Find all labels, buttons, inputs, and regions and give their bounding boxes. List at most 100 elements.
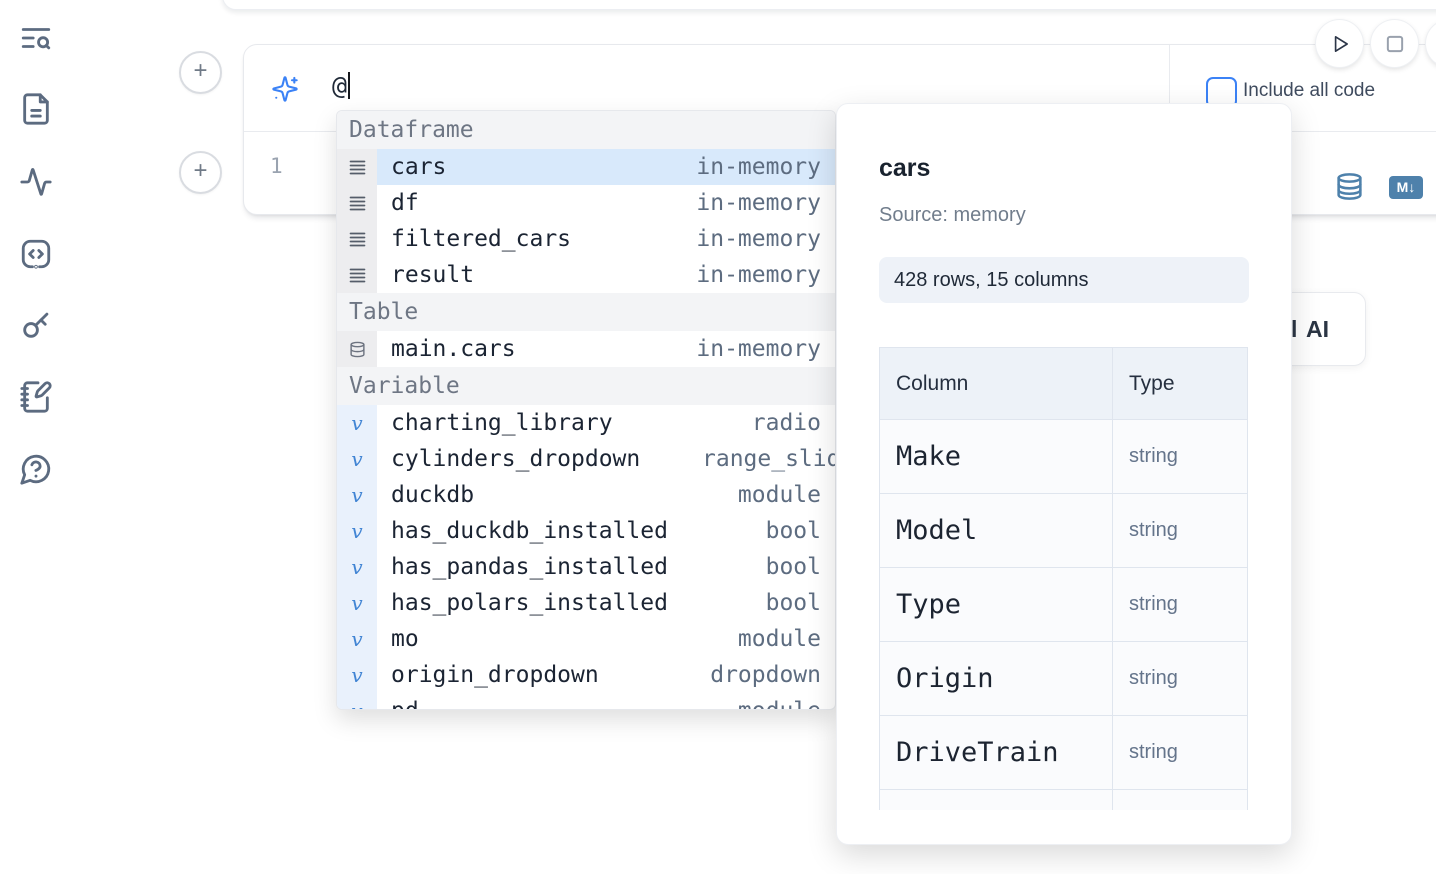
item-name: has_polars_installed	[391, 590, 668, 616]
sidebar-item-activity[interactable]	[17, 165, 55, 203]
autocomplete-item[interactable]: v pd module	[337, 693, 835, 709]
variable-icon: v	[351, 627, 363, 651]
item-name: pd	[391, 698, 738, 709]
autocomplete-item[interactable]: v main.cars in-memory	[337, 331, 835, 367]
schema-table: Column Type Make string Model string Typ…	[879, 347, 1248, 810]
schema-column-name: Model	[879, 493, 1113, 568]
text-search-icon	[19, 21, 53, 60]
item-type: module	[737, 626, 821, 652]
item-kind-gutter: v	[337, 585, 377, 621]
include-all-code-label[interactable]: Include all code	[1243, 80, 1376, 101]
item-kind-gutter: v	[337, 513, 377, 549]
column-header: Column	[879, 347, 1113, 420]
variable-icon: v	[351, 555, 363, 579]
autocomplete-dropdown: Dataframe v cars in-memory v df in	[336, 110, 836, 710]
item-kind-gutter: v	[337, 331, 377, 367]
item-content: duckdb module	[377, 477, 835, 513]
autocomplete-item[interactable]: v has_pandas_installed bool	[337, 549, 835, 585]
schema-column-type: string	[1112, 419, 1248, 494]
item-kind-gutter: v	[337, 185, 377, 221]
autocomplete-item[interactable]: v df in-memory	[337, 185, 835, 221]
variable-icon: v	[351, 591, 363, 615]
activity-icon	[19, 165, 53, 204]
item-type: in-memory	[696, 154, 821, 180]
sidebar-item-search[interactable]	[17, 21, 55, 59]
autocomplete-item[interactable]: v cars in-memory	[337, 149, 835, 185]
autocomplete-item[interactable]: v result in-memory	[337, 257, 835, 293]
ai-button-clipped-text: l	[1291, 315, 1297, 342]
add-cell-below-button[interactable]: +	[179, 151, 222, 194]
item-name: cylinders_dropdown	[391, 446, 641, 472]
schema-column-name	[879, 789, 1113, 810]
item-name: cars	[391, 154, 447, 180]
autocomplete-item[interactable]: v charting_library radio	[337, 405, 835, 441]
autocomplete-item[interactable]: v duckdb module	[337, 477, 835, 513]
autocomplete-item[interactable]: v mo module	[337, 621, 835, 657]
schema-row: Type string	[879, 567, 1248, 642]
more-actions-button[interactable]	[1426, 20, 1436, 67]
item-content: df in-memory	[377, 185, 835, 221]
section-header-label: Variable	[349, 373, 460, 399]
autocomplete-item[interactable]: v has_duckdb_installed bool	[337, 513, 835, 549]
item-kind-gutter: v	[337, 549, 377, 585]
schema-column-type: string	[1112, 715, 1248, 790]
sidebar-item-files[interactable]	[17, 92, 55, 130]
variable-icon: v	[351, 663, 363, 687]
schema-row: DriveTrain string	[879, 715, 1248, 790]
item-type: bool	[765, 590, 821, 616]
item-content: cars in-memory	[377, 149, 835, 185]
item-name: has_duckdb_installed	[391, 518, 668, 544]
schema-column-type: string	[1112, 493, 1248, 568]
item-name: mo	[391, 626, 419, 652]
item-content: mo module	[377, 621, 835, 657]
schema-column-type: string	[1112, 641, 1248, 716]
autocomplete-section-header: Variable	[337, 367, 835, 405]
run-cell-button[interactable]	[1316, 20, 1363, 67]
shape-badge: 428 rows, 15 columns	[879, 257, 1249, 303]
schema-row	[879, 789, 1248, 810]
input-divider	[1169, 45, 1170, 131]
stop-button[interactable]	[1371, 20, 1418, 67]
item-content: has_polars_installed bool	[377, 585, 835, 621]
item-content: main.cars in-memory	[377, 331, 835, 367]
item-type: dropdown	[710, 662, 821, 688]
item-content: pd module	[377, 693, 835, 709]
table-database-icon	[349, 341, 366, 358]
item-name: main.cars	[391, 336, 516, 362]
sidebar	[0, 0, 72, 874]
schema-column-name: Type	[879, 567, 1113, 642]
autocomplete-item[interactable]: v has_polars_installed bool	[337, 585, 835, 621]
sparkles-icon	[271, 75, 299, 103]
add-cell-above-button[interactable]: +	[179, 51, 222, 94]
item-name: df	[391, 190, 419, 216]
item-type: module	[737, 482, 821, 508]
item-type: radio	[751, 410, 821, 436]
variable-icon: v	[351, 447, 363, 471]
autocomplete-item[interactable]: v filtered_cars in-memory	[337, 221, 835, 257]
item-content: origin_dropdown dropdown	[377, 657, 835, 693]
autocomplete-section-header: Table	[337, 293, 835, 331]
sidebar-item-snippets[interactable]	[17, 237, 55, 275]
item-name: charting_library	[391, 410, 613, 436]
database-panel-icon[interactable]	[1335, 172, 1364, 206]
item-content: charting_library radio	[377, 405, 835, 441]
preview-title: cars	[879, 154, 931, 182]
section-header-label: Dataframe	[349, 117, 474, 143]
item-content: has_pandas_installed bool	[377, 549, 835, 585]
schema-column-name: Origin	[879, 641, 1113, 716]
item-type: in-memory	[696, 262, 821, 288]
sidebar-item-scratchpad[interactable]	[17, 380, 55, 418]
markdown-icon[interactable]: M↓	[1389, 176, 1423, 199]
sidebar-item-help[interactable]	[17, 452, 55, 490]
schema-column-name: Make	[879, 419, 1113, 494]
ai-button-label: AI	[1306, 315, 1329, 342]
autocomplete-item[interactable]: v origin_dropdown dropdown	[337, 657, 835, 693]
autocomplete-item[interactable]: v cylinders_dropdown range_slider	[337, 441, 835, 477]
item-name: result	[391, 262, 475, 288]
code-snippet-icon	[19, 237, 53, 276]
schema-header-row: Column Type	[879, 347, 1248, 420]
previous-cell-edge	[222, 0, 1436, 10]
ai-input-value: @	[332, 71, 348, 100]
sidebar-item-secrets[interactable]	[17, 308, 55, 346]
play-icon	[1329, 33, 1351, 55]
